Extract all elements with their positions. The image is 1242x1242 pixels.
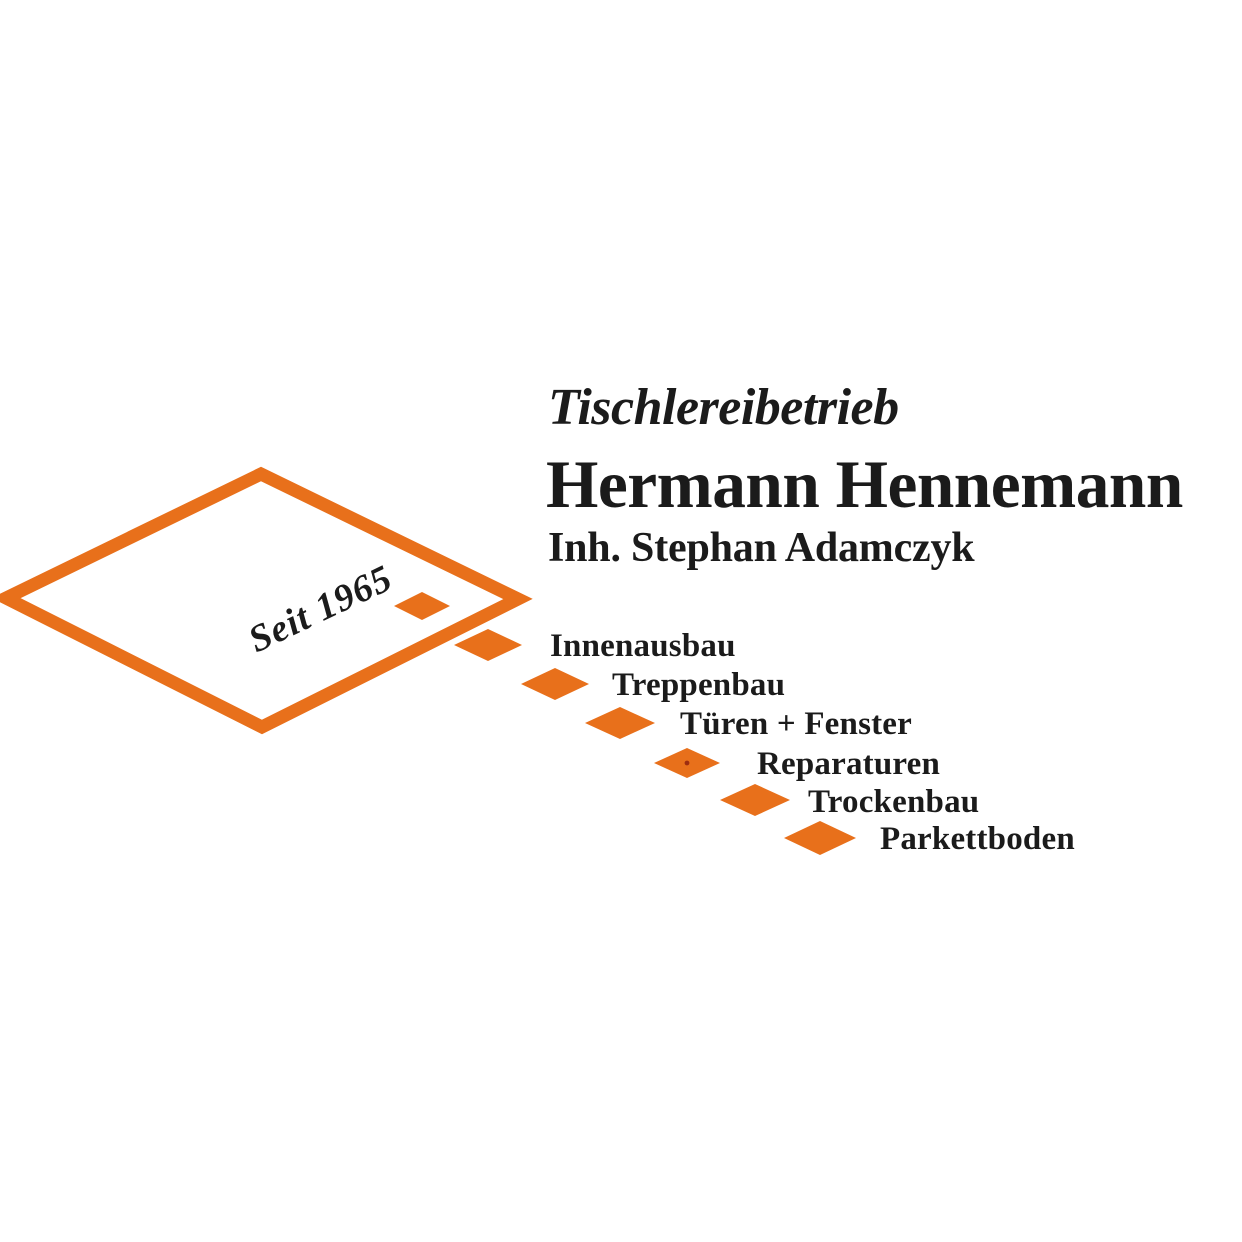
owner-name: Inh. Stephan Adamczyk <box>548 525 975 571</box>
company-subtitle: Tischlereibetrieb <box>548 379 899 436</box>
diamond-bullet-icon <box>394 592 450 620</box>
reparaturen-bullet-dot-icon <box>684 760 690 766</box>
emblem-group <box>0 466 533 735</box>
service-label-treppenbau: Treppenbau <box>612 667 786 703</box>
diamond-bullet-icon <box>454 629 522 661</box>
diamond-bullet-icon <box>585 707 655 739</box>
service-label-tueren-fenster: Türen + Fenster <box>680 706 913 742</box>
diamond-outline-icon <box>0 466 533 735</box>
diamond-bullet-icon <box>784 821 856 855</box>
service-label-parkettboden: Parkettboden <box>880 821 1075 857</box>
company-name: Hermann Hennemann <box>546 446 1183 522</box>
service-label-trockenbau: Trockenbau <box>808 784 980 820</box>
service-label-innenausbau: Innenausbau <box>550 628 736 664</box>
diamond-bullet-icon <box>521 668 589 700</box>
diamond-bullet-icon <box>720 784 790 816</box>
service-label-reparaturen: Reparaturen <box>757 746 941 782</box>
service-bullets-group <box>454 629 856 855</box>
